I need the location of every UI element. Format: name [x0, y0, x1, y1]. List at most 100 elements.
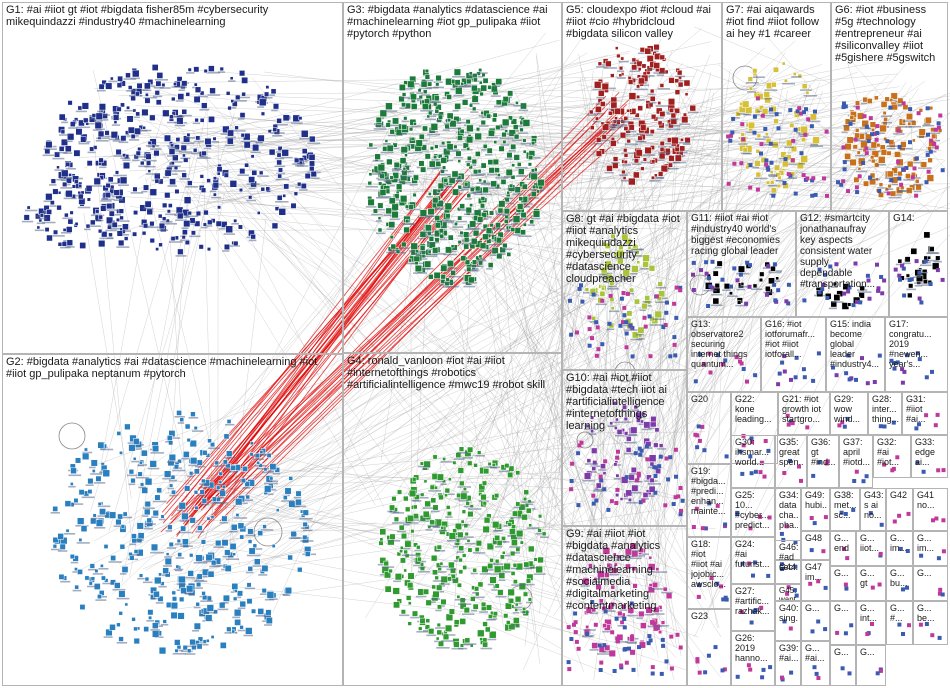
group-panel-g6: G6: #iot #business #5g #technology #entr…: [831, 2, 948, 211]
group-label: G... iiot...: [860, 533, 880, 553]
vertex-label: [167, 121, 180, 124]
edge: [181, 73, 898, 135]
vertex: [73, 149, 81, 157]
vertex: [208, 116, 215, 123]
edge: [244, 80, 926, 566]
group-label: G...: [917, 568, 932, 578]
edge: [112, 491, 222, 595]
vertex-label: [122, 159, 131, 161]
vertex: [212, 192, 217, 197]
vertex-label: [206, 72, 220, 74]
edge: [536, 416, 636, 591]
vertex: [238, 188, 243, 193]
vertex-label: [295, 186, 302, 189]
edge: [90, 132, 202, 512]
edge: [509, 186, 950, 512]
vertex-label: [271, 109, 278, 112]
highlighted-edge: [166, 191, 446, 504]
group-panel-g3: G3: #bigdata #analytics #datascience #ai…: [343, 2, 562, 353]
edge: [484, 191, 613, 577]
group-label: G37: april #iotd...: [843, 437, 870, 467]
vertex: [171, 96, 176, 102]
vertex: [104, 130, 110, 136]
vertex: [155, 247, 159, 251]
vertex-label: [248, 187, 256, 190]
edge: [611, 394, 716, 565]
group-panel-g8: G8: gt #ai #bigdata #iot #iiot #analytic…: [562, 211, 687, 370]
edge: [700, 81, 891, 117]
group-panel-g24: G24: #ai futurist...: [731, 537, 775, 584]
group-label: G47 im...: [805, 562, 823, 582]
node-ring: [576, 431, 594, 449]
vertex-label: [228, 80, 236, 82]
group-label: G28: inter... thing...: [872, 394, 899, 424]
vertex-label: [193, 140, 204, 143]
group-label: G20: [691, 394, 709, 404]
vertex: [199, 174, 204, 179]
vertex-label: [77, 206, 91, 209]
vertex-label: [308, 177, 320, 179]
group-label: G7: #ai aiqawards #iot find #iiot follow…: [726, 4, 819, 40]
group-panel-g17: G17: congratu... 2019 #newen... year's..…: [885, 317, 948, 392]
edge: [563, 586, 618, 611]
edge: [358, 230, 656, 653]
group-label: G3: #bigdata #analytics #datascience #ai…: [347, 4, 548, 40]
edge: [93, 133, 132, 540]
edge: [161, 149, 376, 506]
group-label: G4: ronald_vanloon #iot #ai #iiot #inter…: [347, 355, 546, 391]
group-panel-g27: G27: #artific... razhak...: [731, 584, 775, 631]
edge: [277, 238, 584, 444]
group-label: G16: #iot iotforumafr... #iot #iiot iotf…: [765, 319, 816, 359]
group-label: G30: ihsmar... world...: [735, 437, 770, 467]
edge: [147, 198, 425, 500]
group-panel-g1: G1: #ai #iiot gt #iot #bigdata fisher85m…: [2, 2, 343, 354]
edge: [240, 466, 611, 492]
group-label: G... end: [834, 533, 850, 553]
group-label: G46: #ad sec...: [779, 542, 798, 572]
edge: [451, 222, 705, 593]
vertex: [155, 80, 162, 87]
vertex-label: [75, 110, 87, 113]
edge: [539, 570, 641, 610]
edge: [529, 110, 735, 183]
vertex-label: [192, 122, 201, 125]
highlighted-edge: [214, 121, 613, 511]
edge: [603, 151, 682, 306]
group-panel-g42: G42: [886, 488, 913, 531]
edge: [639, 233, 706, 557]
group-label: G42: [890, 490, 908, 500]
edge: [523, 161, 746, 671]
edge: [172, 181, 877, 210]
vertex-label: [201, 226, 208, 229]
vertex-label: [179, 178, 191, 180]
group-panel-s3: G... im...: [886, 531, 913, 566]
group-panel-g13: G13: observatore2 securing internet thin…: [687, 317, 761, 392]
edge: [665, 198, 720, 496]
vertex-label: [99, 237, 114, 240]
group-panel-s15: G...: [830, 645, 856, 686]
edge: [582, 258, 634, 552]
edge: [265, 236, 649, 623]
vertex-label: [170, 161, 183, 163]
edge: [563, 462, 718, 510]
edge: [587, 281, 718, 550]
edge: [672, 165, 870, 537]
vertex: [133, 210, 139, 216]
edge: [664, 178, 753, 337]
vertex-label: [225, 144, 235, 147]
group-label: G... int...: [860, 603, 878, 623]
vertex-label: [117, 220, 130, 222]
highlighted-edge: [171, 177, 451, 524]
group-label: G23: [691, 611, 709, 621]
edge: [93, 70, 193, 498]
group-panel-g45: G45: want und...: [775, 584, 801, 601]
vertex-label: [175, 219, 187, 221]
group-panel-g48: G48: [801, 531, 830, 560]
vertex-label: [230, 107, 237, 109]
group-panel-s6: G...: [801, 601, 830, 641]
vertex: [119, 215, 124, 221]
edge: [466, 176, 896, 211]
group-panel-s2: G... iiot...: [856, 531, 886, 566]
vertex: [277, 146, 283, 151]
edge: [612, 141, 725, 311]
